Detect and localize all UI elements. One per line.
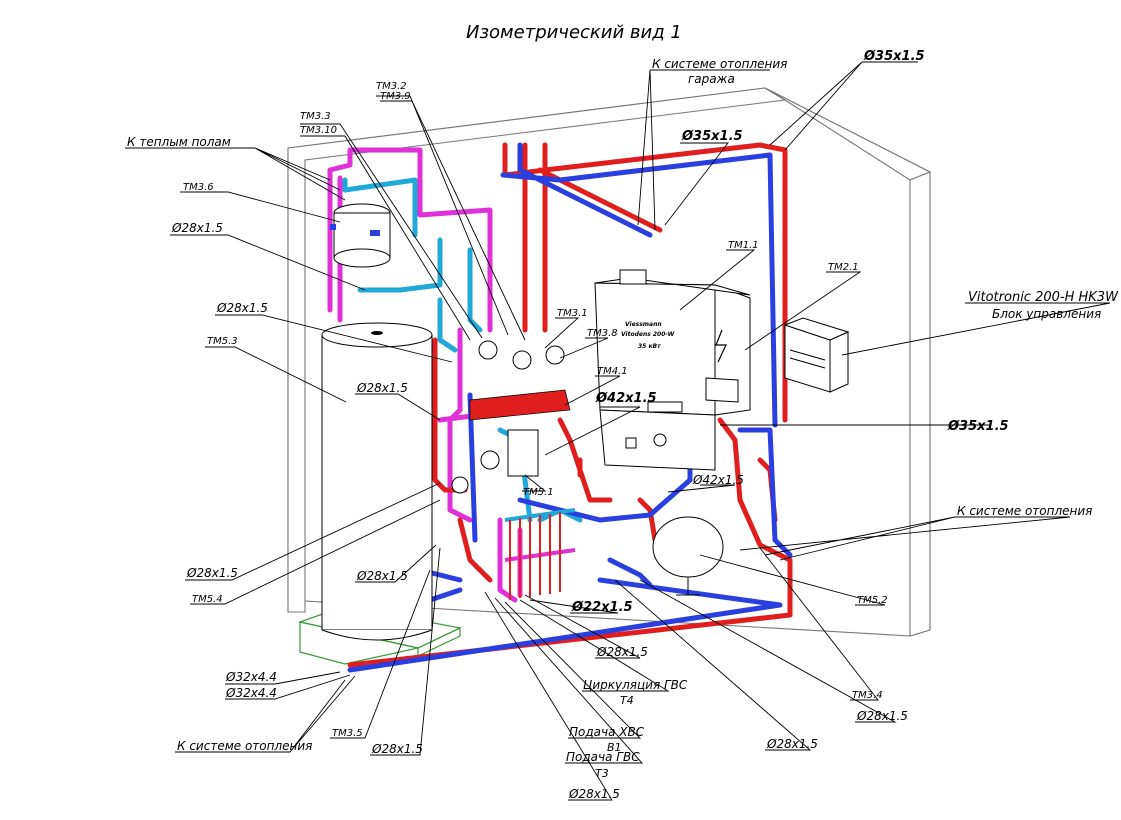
label-teply-pol: К теплым полам	[127, 135, 231, 149]
label-d35-right: Ø35x1.5	[947, 419, 1009, 434]
label-podacha-hvs: Подача ХВС	[569, 725, 645, 739]
label-d42-b: Ø42x1.5	[692, 473, 744, 487]
expansion-vessel-large	[652, 516, 724, 596]
label-tm39: ТМ3.9	[380, 91, 411, 102]
boiler-model: Vitodens 200-W	[621, 331, 675, 338]
label-d28-tank: Ø28x1.5	[356, 381, 408, 395]
control-unit-box	[783, 317, 850, 393]
label-tm41: ТМ4.1	[597, 366, 628, 377]
gas-boiler: Viessmann Vitodens 200-W 35 кВт	[594, 269, 751, 471]
label-k-sist-otop-right: К системе отопления	[957, 504, 1092, 518]
label-d32-a: Ø32x4.4	[225, 670, 277, 684]
label-d42-a: Ø42x1.5	[595, 391, 657, 406]
label-d28-center-low: Ø28x1.5	[356, 569, 408, 583]
label-tm32: ТМ3.2	[376, 81, 407, 92]
label-t4: Т4	[620, 694, 634, 707]
label-tm33: ТМ3.3	[300, 111, 331, 122]
leader-lines	[125, 61, 1111, 801]
boiler-brand: Viessmann	[625, 321, 662, 328]
label-garage-2: гаража	[688, 72, 735, 86]
label-tm31: ТМ3.1	[557, 308, 588, 319]
underfloor-collector	[504, 508, 576, 600]
label-d35-top: Ø35x1.5	[863, 49, 925, 64]
label-tm38: ТМ3.8	[587, 328, 618, 339]
equipment: Viessmann Vitodens 200-W 35 кВт	[321, 203, 850, 641]
label-t3: Т3	[595, 767, 609, 780]
label-tm36: ТМ3.6	[183, 182, 214, 193]
label-tm310: ТМ3.10	[300, 125, 337, 136]
label-vitotronic: Vitotronic 200-H HK3W	[968, 290, 1119, 305]
label-tm34: ТМ3.4	[852, 690, 883, 701]
label-tm11: ТМ1.1	[728, 240, 759, 251]
label-d22: Ø22x1.5	[571, 600, 633, 615]
label-d28-mid: Ø28x1.5	[216, 301, 268, 315]
diagram-title: Изометрический вид 1	[466, 22, 682, 43]
dhw-storage-tank	[321, 322, 433, 641]
label-b1: В1	[607, 741, 622, 754]
boiler-power: 35 кВт	[638, 343, 661, 350]
labels: ТМ3.2 ТМ3.9 ТМ3.3 ТМ3.10 К теплым полам …	[127, 49, 1119, 801]
label-tm51: ТМ5.1	[523, 487, 554, 498]
label-d28-top: Ø28x1.5	[171, 221, 223, 235]
label-tm21: ТМ2.1	[828, 262, 859, 273]
label-tm54: ТМ5.4	[192, 594, 223, 605]
label-tm52: ТМ5.2	[857, 595, 888, 606]
label-d28-bottom-mid: Ø28x1.5	[371, 742, 423, 756]
manifold-block	[469, 389, 571, 477]
label-d32-b: Ø32x4.4	[225, 686, 277, 700]
label-d35-garage: Ø35x1.5	[681, 129, 743, 144]
label-d28-bottom: Ø28x1.5	[568, 787, 620, 801]
expansion-vessel-small	[330, 203, 391, 268]
wall-right-edge	[909, 171, 931, 637]
label-block: Блок управления	[992, 307, 1101, 321]
circulation-pumps	[451, 340, 565, 494]
label-k-sist-otop-left: К системе отопления	[177, 739, 312, 753]
label-d28-r2: Ø28x1.5	[856, 709, 908, 723]
label-podacha-gvs: Подача ГВС	[566, 750, 640, 764]
label-d28-r3: Ø28x1.5	[766, 737, 818, 751]
label-tm35: ТМ3.5	[332, 728, 363, 739]
label-d28-left-low: Ø28x1.5	[186, 566, 238, 580]
label-garage-1: К системе отопления	[652, 57, 787, 71]
label-circ-gvs: Циркуляция ГВС	[583, 678, 688, 692]
tank-base-plinth-side	[417, 627, 461, 657]
label-d28-r1: Ø28x1.5	[596, 645, 648, 659]
label-tm53: ТМ5.3	[207, 336, 238, 347]
